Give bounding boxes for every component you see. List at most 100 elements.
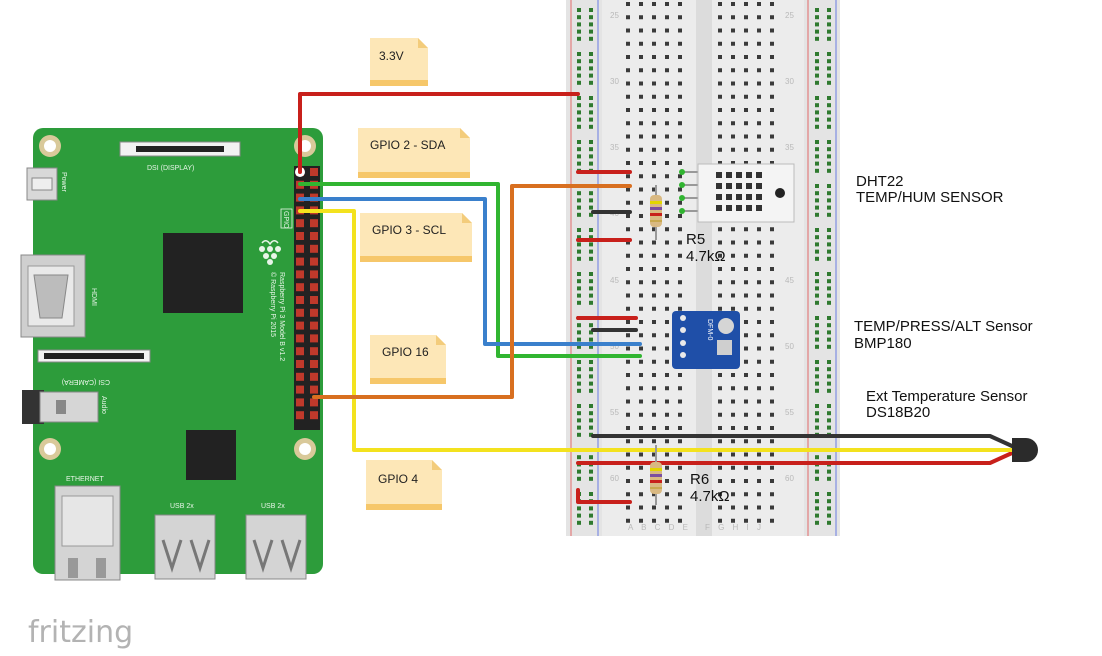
rail-hole — [577, 344, 581, 349]
dht-grille-slot — [756, 183, 762, 189]
rail-hole — [827, 168, 831, 173]
breadboard-hole — [770, 359, 774, 364]
wire-gpio4 — [298, 209, 992, 452]
breadboard-hole — [652, 28, 656, 33]
rail-hole — [815, 117, 819, 122]
breadboard-hole — [744, 518, 748, 523]
breadboard-hole — [626, 359, 630, 364]
rail-hole — [827, 73, 831, 78]
rail-hole — [577, 337, 581, 342]
rail-hole — [589, 249, 593, 254]
breadboard-hole — [665, 227, 669, 232]
breadboard-hole — [757, 2, 761, 6]
breadboard-hole — [744, 108, 748, 112]
csi-connector — [37, 349, 151, 363]
breadboard-hole — [678, 465, 682, 470]
rail-hole — [815, 293, 819, 298]
breadboard-hole — [652, 15, 656, 20]
rail-hole — [827, 36, 831, 41]
rail-hole — [815, 455, 819, 460]
breadboard-hole — [757, 412, 761, 417]
rail-hole — [589, 286, 593, 291]
rail-hole — [577, 66, 581, 71]
rail-hole — [827, 154, 831, 159]
breadboard-hole — [626, 452, 630, 457]
rail-hole — [827, 15, 831, 20]
breadboard-hole — [731, 68, 735, 73]
breadboard-hole — [757, 41, 761, 46]
breadboard-hole — [652, 134, 656, 139]
breadboard-hole — [744, 41, 748, 46]
breadboard-hole — [652, 426, 656, 430]
breadboard-hole — [626, 280, 630, 285]
breadboard-hole — [744, 121, 748, 126]
breadboard-hole — [678, 147, 682, 152]
breadboard-hole — [744, 426, 748, 430]
rail-hole — [577, 235, 581, 240]
breadboard-hole — [665, 373, 669, 377]
dht-grille-slot — [726, 172, 732, 178]
usb-port-1 — [154, 514, 216, 580]
dht22-title: DHT22 — [856, 173, 904, 190]
breadboard-hole — [731, 373, 735, 377]
breadboard-hole — [626, 2, 630, 6]
breadboard-hole — [744, 439, 748, 444]
breadboard-hole — [718, 81, 722, 86]
breadboard-hole — [770, 121, 774, 126]
breadboard-hole — [652, 227, 656, 232]
rail-hole — [827, 191, 831, 196]
breadboard-hole — [770, 412, 774, 417]
rail-hole — [589, 29, 593, 34]
breadboard-hole — [626, 399, 630, 404]
breadboard-hole — [744, 267, 748, 271]
breadboard-hole — [626, 81, 630, 86]
rail-hole — [815, 272, 819, 276]
breadboard-hole — [626, 227, 630, 232]
breadboard-hole — [652, 94, 656, 99]
rail-hole — [589, 198, 593, 203]
rail-hole — [577, 22, 581, 27]
gpio-label: GPIO — [282, 211, 289, 229]
breadboard-hole — [652, 41, 656, 46]
rail-hole — [815, 22, 819, 27]
breadboard-hole — [770, 465, 774, 470]
rail-hole — [827, 425, 831, 430]
dht-grille-slot — [716, 205, 722, 211]
rail-hole — [827, 418, 831, 423]
breadboard-hole — [757, 267, 761, 271]
breadboard-hole — [665, 134, 669, 139]
breadboard-hole — [665, 81, 669, 86]
breadboard-hole — [718, 280, 722, 285]
breadboard-hole — [678, 253, 682, 258]
breadboard-hole — [744, 161, 748, 165]
breadboard-hole — [757, 505, 761, 510]
breadboard-hole — [731, 94, 735, 99]
rail-hole — [815, 330, 819, 335]
rail-hole — [827, 492, 831, 496]
row-number: 35 — [785, 143, 794, 152]
rail-hole — [815, 242, 819, 247]
gpio-pin — [310, 321, 318, 330]
breadboard-hole — [626, 505, 630, 510]
rail-hole — [815, 499, 819, 504]
breadboard-hole — [718, 28, 722, 33]
rail-hole — [815, 513, 819, 518]
breadboard-hole — [731, 15, 735, 20]
rail-hole — [577, 154, 581, 159]
breadboard-hole — [744, 505, 748, 510]
rail-hole — [589, 110, 593, 115]
gpio-pin — [296, 334, 304, 343]
breadboard-hole — [718, 465, 722, 470]
fritzing-logo: fritzing — [28, 615, 133, 650]
breadboard-hole — [665, 267, 669, 271]
note-gpio4: GPIO 4 — [366, 460, 442, 510]
gpio-pin — [310, 308, 318, 317]
breadboard-hole — [626, 412, 630, 417]
breadboard-hole — [731, 108, 735, 112]
rail-hole — [589, 300, 593, 305]
rail-hole — [589, 147, 593, 152]
breadboard-hole — [770, 240, 774, 245]
rail-hole — [815, 228, 819, 232]
breadboard-hole — [757, 253, 761, 258]
